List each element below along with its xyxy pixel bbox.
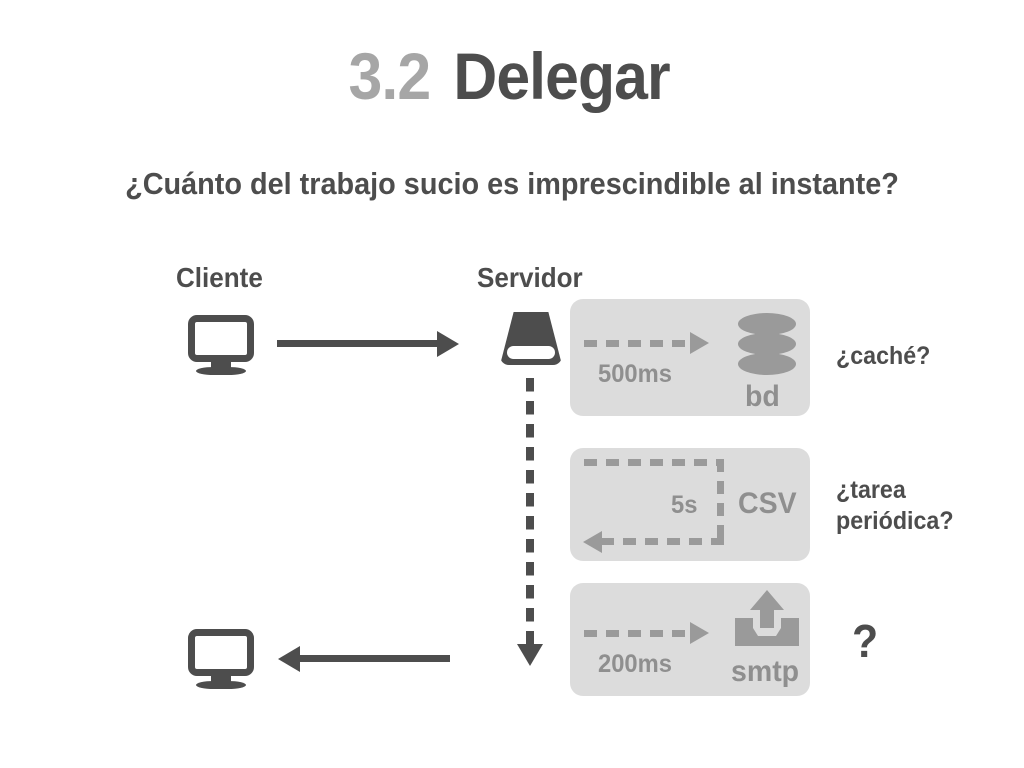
monitor-screen <box>188 629 254 676</box>
monitor-base <box>196 367 246 375</box>
panel-csv-loop-top <box>584 459 724 466</box>
monitor-icon <box>188 629 254 689</box>
annotation-periodic-task: ¿tarea periódica? <box>836 476 954 535</box>
db-disc <box>738 313 796 335</box>
db-disc <box>738 353 796 375</box>
server-harddrive-icon <box>500 312 562 365</box>
panel-bd-dashed-arrow-shaft <box>584 340 692 347</box>
server-slot <box>507 346 555 359</box>
arrow-head-right-icon <box>690 622 709 644</box>
arrow-shaft <box>277 340 439 347</box>
annotation-question-mark: ? <box>852 615 879 667</box>
panel-csv-service-label: CSV <box>738 487 797 520</box>
monitor-screen <box>188 315 254 362</box>
panel-csv-latency-label: 5s <box>671 491 698 519</box>
title-section-number: 3.2 <box>348 39 432 113</box>
title-section-text: Delegar <box>453 39 670 113</box>
arrow-head-left-icon <box>278 646 300 672</box>
panel-smtp-latency-label: 200ms <box>598 650 672 678</box>
arrow-head-right-icon <box>690 332 709 354</box>
column-label-server: Servidor <box>477 262 583 293</box>
panel-smtp-dashed-arrow-shaft <box>584 630 692 637</box>
monitor-neck <box>211 360 231 370</box>
database-cylinder-icon <box>738 313 796 375</box>
panel-csv-loop-bottom <box>601 538 724 545</box>
panel-bd-service-label: bd <box>745 380 780 413</box>
arrow-head-left-icon <box>583 531 602 553</box>
monitor-base <box>196 681 246 689</box>
db-disc <box>738 333 796 355</box>
arrow-head-right-icon <box>437 331 459 357</box>
panel-smtp-service-label: smtp <box>731 655 800 688</box>
server-timeline-dashed-line <box>526 378 534 646</box>
page-subtitle: ¿Cuánto del trabajo sucio es imprescindi… <box>125 166 899 201</box>
arrow-shaft <box>300 655 450 662</box>
panel-csv-loop-side <box>717 459 724 545</box>
page-title: 3.2 Delegar <box>0 38 1024 114</box>
panel-bd-latency-label: 500ms <box>598 360 672 388</box>
annotation-cache: ¿caché? <box>836 342 931 370</box>
upload-outbox-icon <box>735 590 799 646</box>
column-label-client: Cliente <box>176 262 263 293</box>
arrow-head-down-icon <box>517 644 543 666</box>
monitor-icon <box>188 315 254 375</box>
monitor-neck <box>211 674 231 684</box>
